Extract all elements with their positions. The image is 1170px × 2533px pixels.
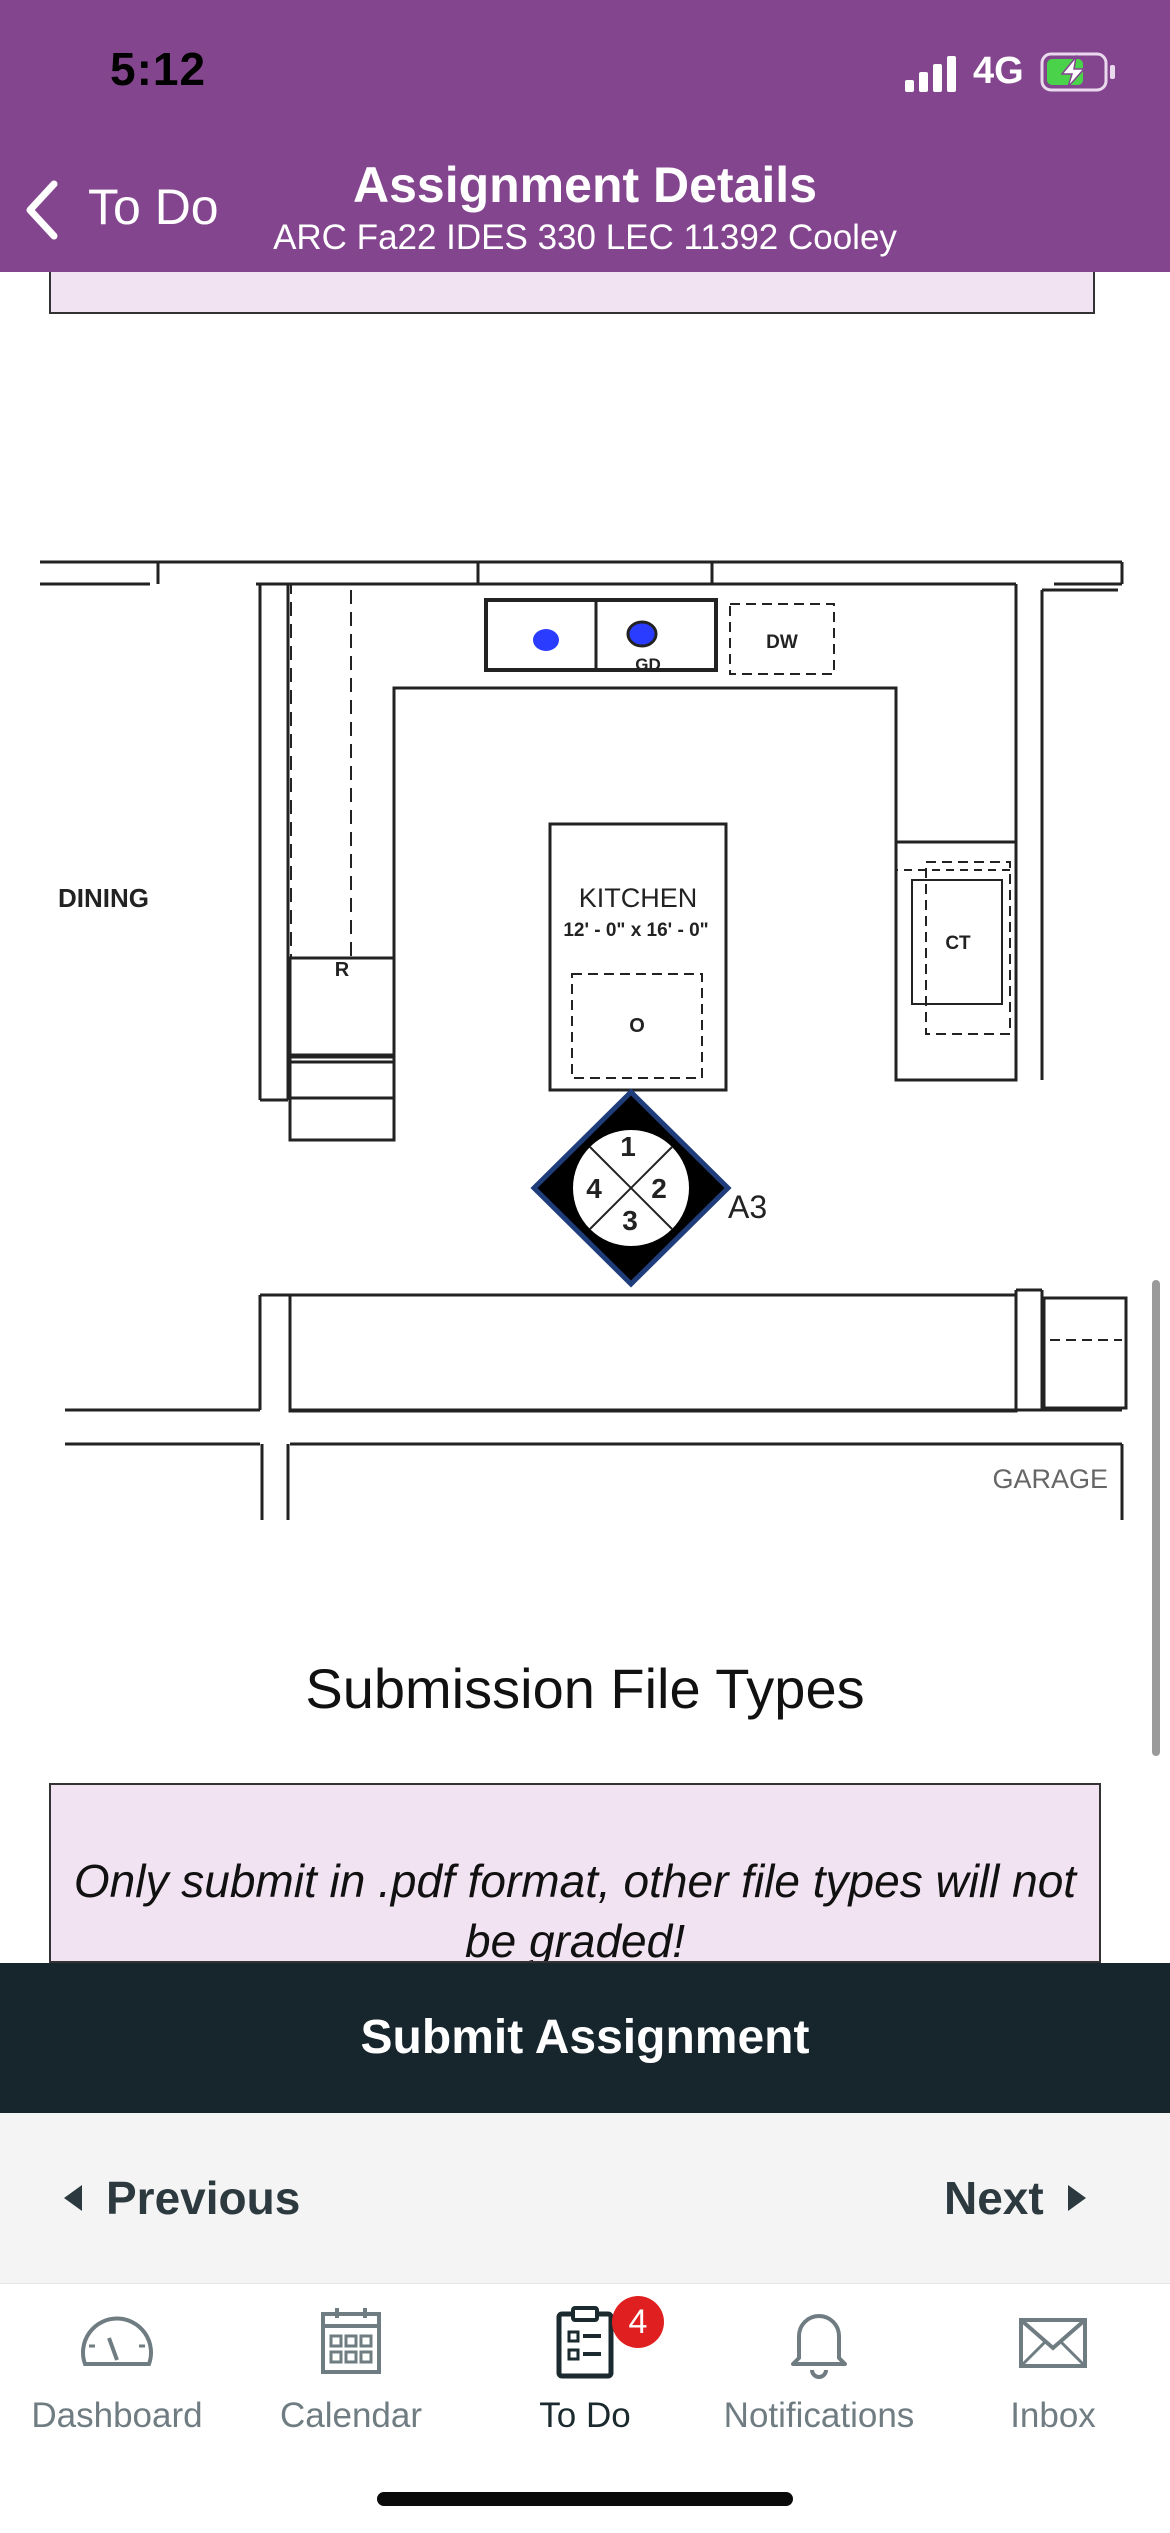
status-time: 5:12 <box>110 43 207 95</box>
tab-label: Calendar <box>279 2396 423 2435</box>
label-oven: O <box>629 1015 645 1037</box>
chevron-left-icon <box>26 180 58 240</box>
calendar-icon <box>321 2308 381 2374</box>
tab-label: Inbox <box>1010 2396 1096 2435</box>
network-type: 4G <box>973 50 1024 92</box>
next-label: Next <box>944 2172 1044 2224</box>
label-marker: A3 <box>728 1189 767 1225</box>
submit-assignment-button[interactable]: Submit Assignment <box>0 1963 1170 2113</box>
tab-inbox[interactable]: Inbox <box>936 2290 1170 2450</box>
previous-button[interactable]: Previous <box>64 2163 300 2233</box>
previous-label: Previous <box>106 2172 301 2224</box>
todo-icon <box>556 2306 614 2379</box>
tab-label: Notifications <box>723 2396 915 2435</box>
caret-right-icon <box>1067 2185 1086 2211</box>
label-cooktop: CT <box>945 933 971 954</box>
label-garbage-disposal: GD <box>635 655 661 674</box>
label-kitchen: KITCHEN <box>579 883 698 913</box>
sink-drain-icon <box>533 629 559 651</box>
scrollbar[interactable] <box>1152 1280 1160 1756</box>
pagination-bar <box>0 2113 1170 2283</box>
marker-number-2: 2 <box>651 1173 667 1204</box>
section-heading: Submission File Types <box>305 1657 865 1720</box>
label-garage: GARAGE <box>992 1464 1108 1494</box>
page-title: Assignment Details <box>352 157 817 213</box>
tab-label: To Do <box>539 2396 631 2435</box>
tab-notifications[interactable]: Notifications <box>702 2290 936 2450</box>
dashboard-icon <box>81 2316 153 2366</box>
app-header <box>0 0 1170 272</box>
tab-label: Dashboard <box>31 2396 203 2435</box>
kitchen-floor-plan-image: DINING KITCHEN 12' - 0" x 16' - 0" R O D… <box>40 560 1128 1520</box>
back-button-label[interactable]: To Do <box>88 179 219 235</box>
marker-number-1: 1 <box>620 1131 636 1162</box>
battery-charging-icon <box>1040 52 1115 92</box>
label-refrigerator: R <box>335 959 350 981</box>
bell-icon <box>791 2314 847 2379</box>
section-marker-a3 <box>530 1088 732 1288</box>
tab-calendar[interactable]: Calendar <box>234 2290 468 2450</box>
callout-box-file-types: Only submit in .pdf format, other file t… <box>49 1783 1101 1963</box>
label-kitchen-dims: 12' - 0" x 16' - 0" <box>563 920 708 941</box>
caret-left-icon <box>64 2185 82 2211</box>
garbage-disposal-icon <box>626 620 658 648</box>
label-dishwasher: DW <box>766 632 798 653</box>
callout-box-top <box>49 272 1095 314</box>
next-button[interactable]: Next <box>944 2163 1086 2233</box>
tab-bar <box>0 2283 1170 2533</box>
tab-todo[interactable]: To Do <box>468 2290 702 2450</box>
home-indicator[interactable] <box>377 2492 793 2506</box>
tab-dashboard[interactable]: Dashboard <box>0 2290 234 2450</box>
marker-number-4: 4 <box>586 1173 602 1204</box>
inbox-icon <box>1019 2318 1087 2368</box>
page-subtitle: ARC Fa22 IDES 330 LEC 11392 Cooley <box>273 218 897 257</box>
back-button[interactable] <box>22 170 232 240</box>
marker-number-3: 3 <box>622 1205 638 1236</box>
signal-icon <box>905 56 956 92</box>
todo-count-badge: 4 <box>612 2296 664 2348</box>
label-dining: DINING <box>58 883 149 913</box>
file-type-notice: Only submit in .pdf format, other file t… <box>73 1855 1077 1963</box>
